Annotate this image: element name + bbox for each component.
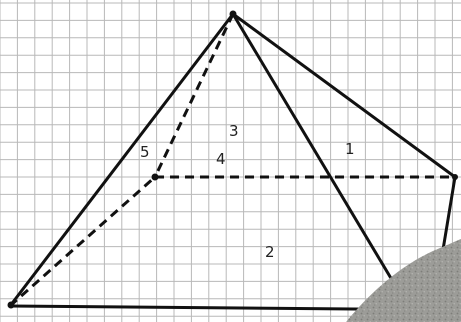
face-label-3: 3: [229, 122, 239, 140]
stone-overlay: [346, 239, 461, 322]
hidden-edge-left-to-back-corner: [9, 175, 156, 308]
vertex-left: [7, 301, 15, 309]
hidden-edges: [9, 13, 455, 308]
hidden-edge-apex-to-back-corner: [153, 13, 235, 178]
vertex-right: [452, 174, 458, 180]
face-label-1: 1: [345, 140, 355, 158]
visible-edges: [8, 12, 461, 312]
edge-apex-to-front-corner: [231, 13, 400, 291]
edge-apex-to-left-corner: [8, 13, 235, 307]
face-label-5: 5: [140, 143, 150, 161]
edge-apex-to-right-corner: [232, 12, 456, 179]
face-label-2: 2: [265, 243, 275, 261]
face-label-4: 4: [216, 150, 226, 168]
vertex-apex: [229, 10, 237, 18]
vertex-back: [151, 173, 159, 181]
